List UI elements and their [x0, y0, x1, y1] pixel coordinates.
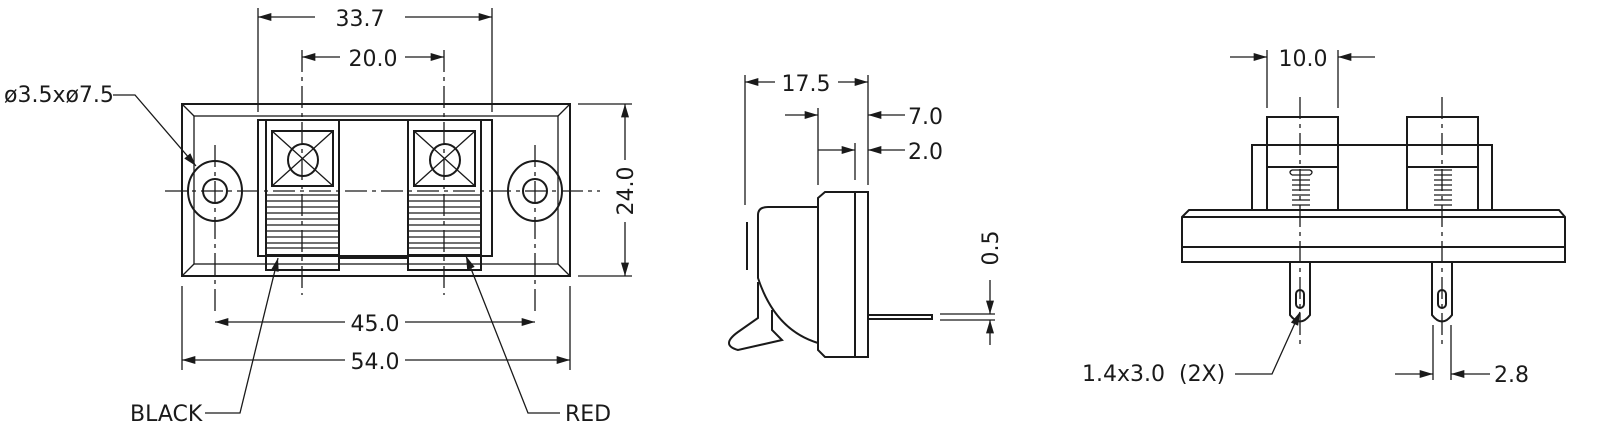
terminal-housing [257, 119, 493, 257]
side-view: 17.5 7.0 2.0 0.5 [728, 72, 1004, 358]
dim-2-0: 2.0 [908, 140, 943, 165]
dim-20-0: 20.0 [349, 47, 398, 72]
front-view: 33.7 20.0 45.0 54.0 24.0 ø3.5xø7.5 BLACK… [4, 7, 639, 427]
spring-right [1434, 169, 1452, 206]
dim-33-7: 33.7 [336, 7, 385, 32]
solder-pin [867, 314, 933, 320]
spring-left [1289, 169, 1313, 206]
dim-2-8: 2.8 [1494, 363, 1529, 388]
rear-view: 10.0 1.4x3.0 (2X) 2.8 [1082, 47, 1566, 388]
flange [817, 191, 869, 358]
dim-24-0: 24.0 [614, 167, 639, 216]
dim-7-0: 7.0 [908, 105, 943, 130]
plate-bevel [193, 115, 559, 265]
back-housing [1251, 144, 1493, 211]
label-red: RED [565, 402, 611, 427]
dim-45-0: 45.0 [351, 312, 400, 337]
slot-callout: 1.4x3.0 (2X) [1082, 362, 1225, 387]
dim-54-0: 54.0 [351, 350, 400, 375]
dim-17-5: 17.5 [782, 72, 831, 97]
dim-0-5: 0.5 [979, 231, 1004, 266]
hole-callout: ø3.5xø7.5 [4, 83, 114, 108]
button-left [1266, 116, 1339, 211]
dim-10-0: 10.0 [1279, 47, 1328, 72]
housing-body [757, 206, 819, 344]
outer-plate [181, 103, 571, 277]
label-black: BLACK [130, 402, 203, 427]
